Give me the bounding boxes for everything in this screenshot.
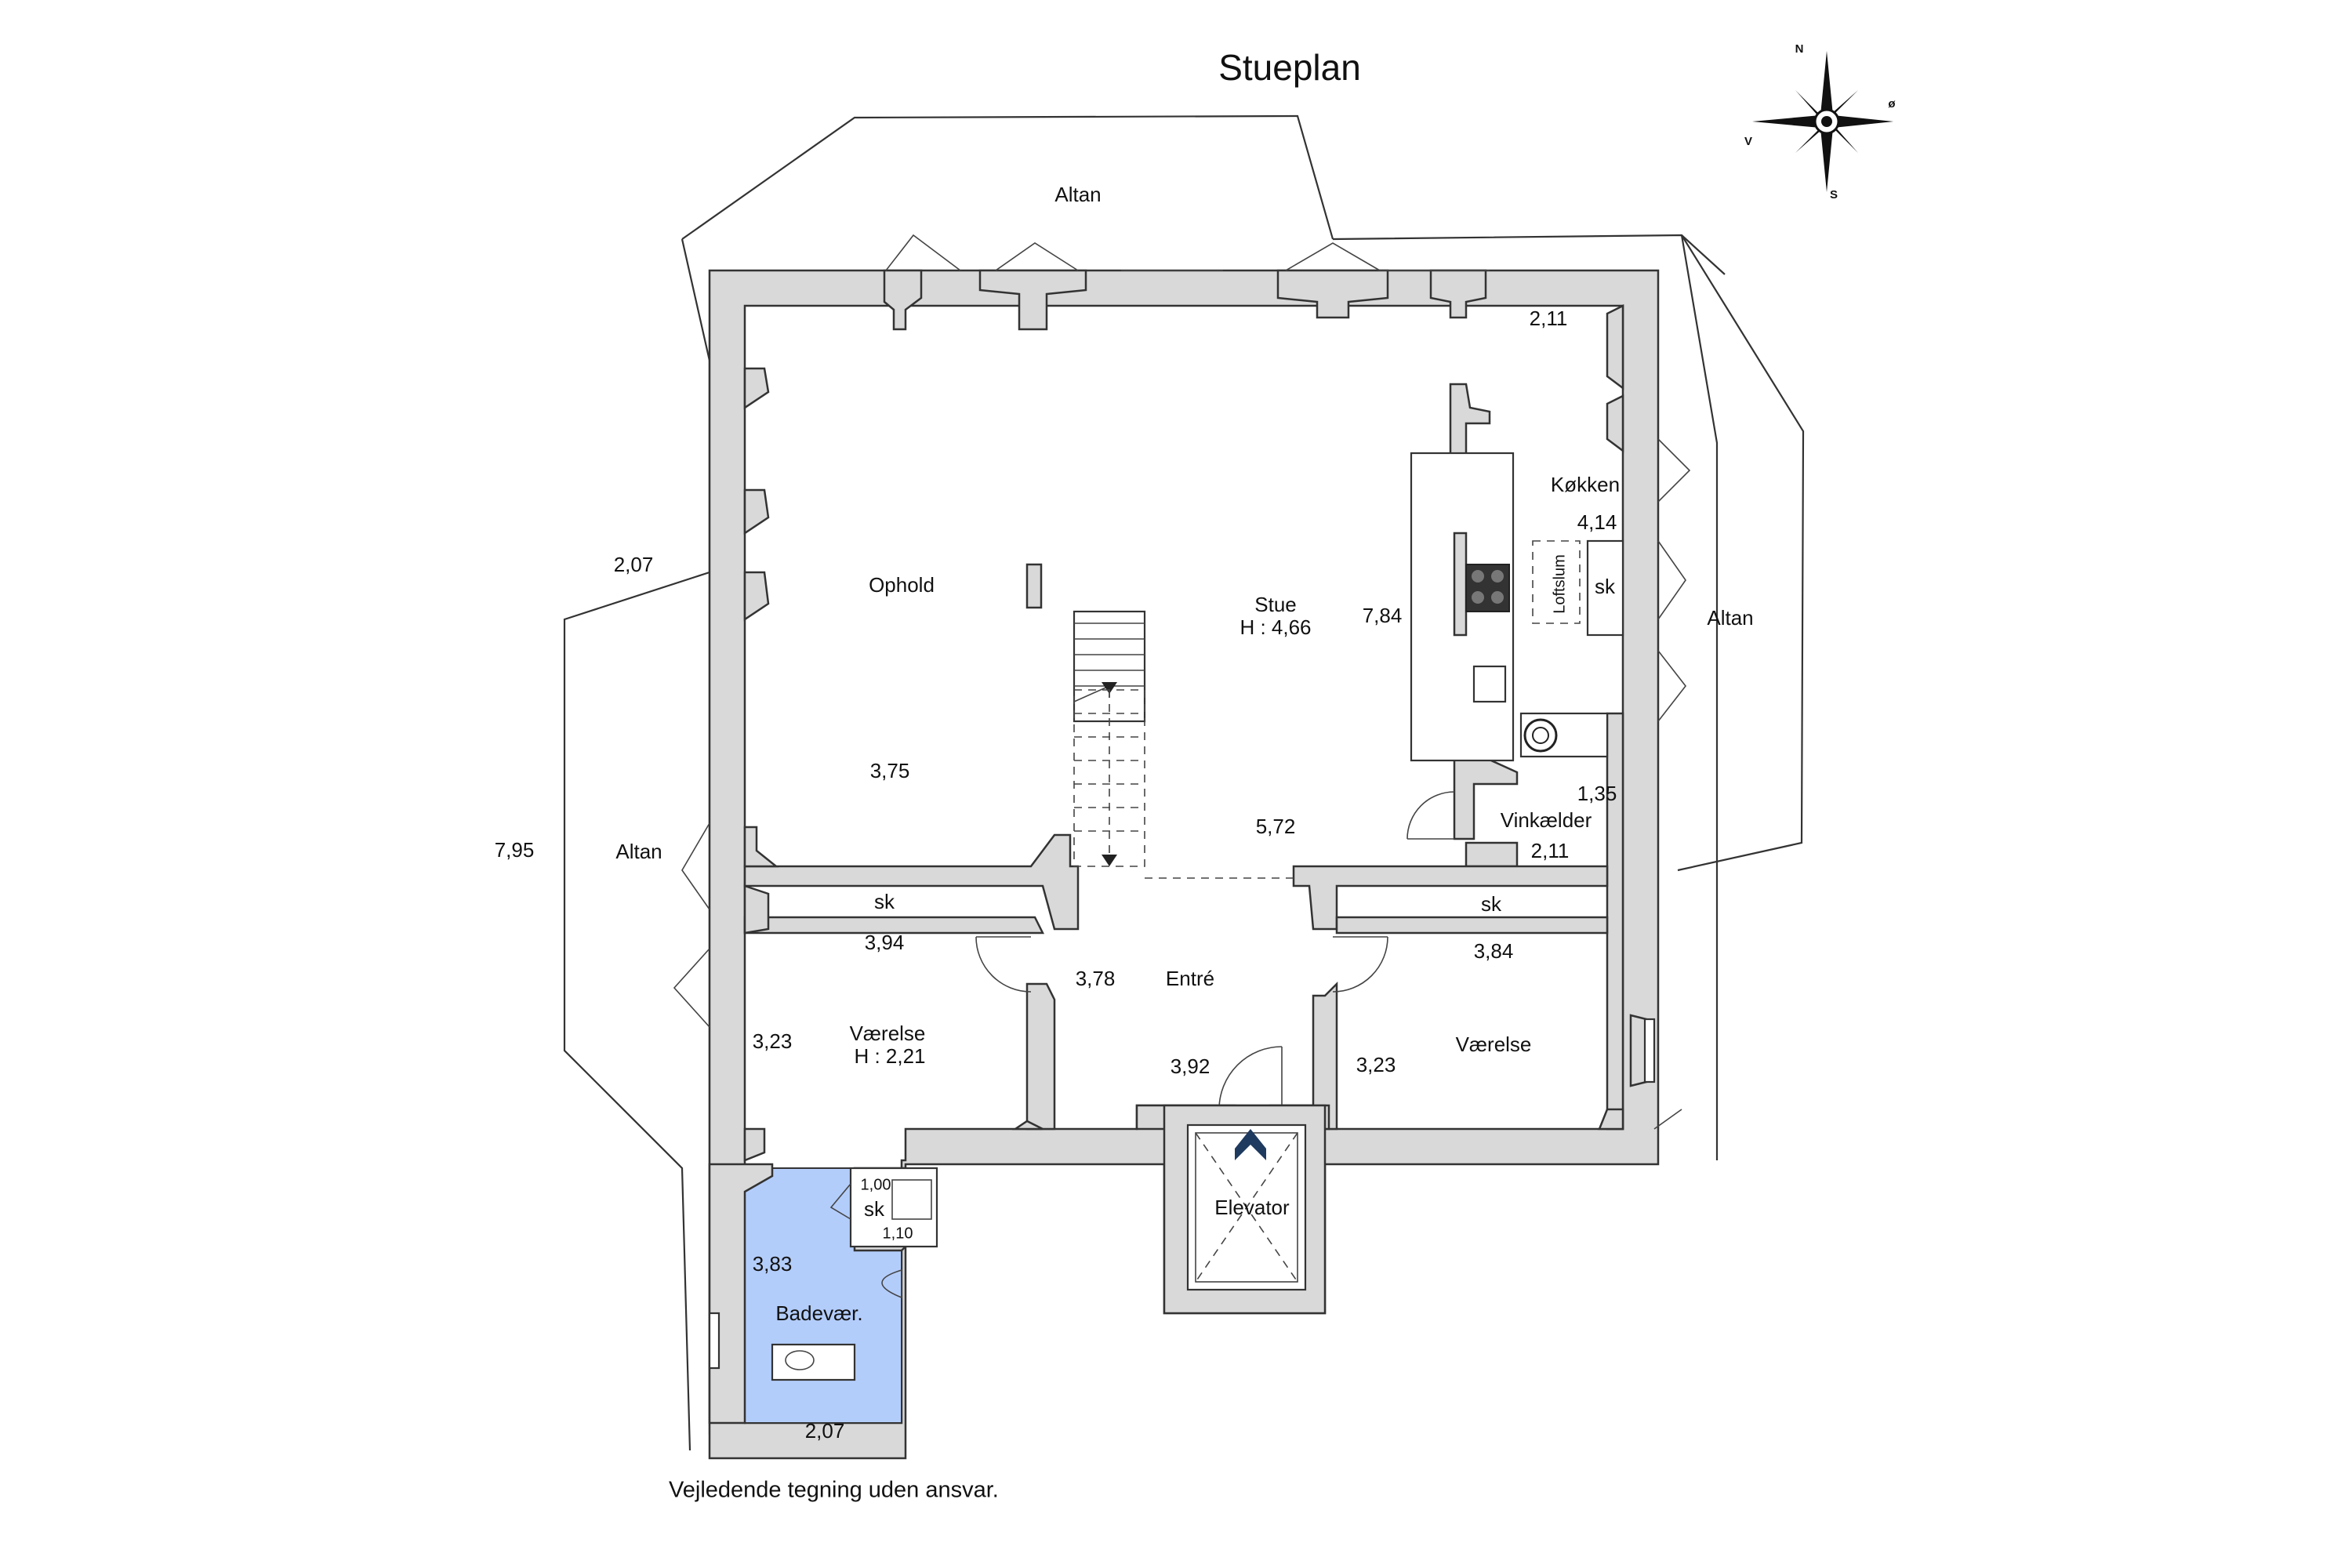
- plan-title: Stueplan: [1218, 47, 1361, 88]
- dim-bath-207: 2,07: [805, 1419, 845, 1443]
- bath-closet: [829, 1167, 938, 1248]
- room-sk-left: sk: [874, 890, 895, 913]
- kitchen-closet: [1532, 539, 1624, 637]
- room-sk-right: sk: [1481, 892, 1502, 916]
- right-window: [1643, 1018, 1656, 1083]
- room-entre: Entré: [1166, 967, 1214, 990]
- compass-south: S: [1830, 188, 1838, 201]
- doors: [975, 791, 1455, 1110]
- room-ophold: Ophold: [869, 573, 935, 597]
- sink-icon: [771, 1343, 856, 1381]
- room-badevaer: Badevær.: [775, 1301, 862, 1325]
- fan-icon: [1519, 712, 1609, 758]
- dim-sk-bath-110: 1,10: [883, 1225, 913, 1242]
- compass-north: N: [1795, 42, 1804, 56]
- room-sk-kitchen: sk: [1595, 575, 1616, 598]
- toilet-icon: [881, 1269, 902, 1299]
- room-altan-right: Altan: [1707, 606, 1753, 630]
- chimney-stub: [1025, 563, 1043, 609]
- room-sk-bath: sk: [864, 1197, 885, 1221]
- staircase: [1073, 610, 1294, 879]
- room-vaerelse-left-height: H : 2,21: [854, 1044, 925, 1068]
- dim-vinkaelder-135: 1,35: [1577, 782, 1617, 805]
- balcony-right: [1677, 234, 1805, 1160]
- bath-window: [708, 1312, 720, 1370]
- room-koekken: Køkken: [1551, 473, 1620, 496]
- kitchen-sink-icon: [1472, 665, 1507, 703]
- dim-left-207: 2,07: [614, 553, 654, 576]
- dim-sk-bath-100: 1,00: [861, 1176, 891, 1193]
- room-stue-height: H : 4,66: [1240, 615, 1311, 639]
- dim-sk-left-394: 3,94: [865, 931, 905, 954]
- dim-kitchen-784: 7,84: [1363, 604, 1403, 627]
- dim-sk-right-384: 3,84: [1474, 939, 1514, 963]
- stove-icon: [1465, 564, 1510, 612]
- dim-ophold-375: 3,75: [870, 759, 910, 782]
- room-altan-left: Altan: [615, 840, 662, 863]
- room-elevator: Elevator: [1214, 1196, 1290, 1219]
- dim-stue-572: 5,72: [1256, 815, 1296, 838]
- room-vaerelse-left: Værelse: [850, 1022, 926, 1045]
- dim-top-right-211: 2,11: [1530, 307, 1568, 330]
- room-stue: Stue: [1254, 593, 1297, 616]
- elevator-arrow-icon: [1235, 1129, 1266, 1160]
- dim-kitchen-414: 4,14: [1577, 510, 1617, 534]
- room-loftslum: Loftslum: [1551, 554, 1568, 614]
- dim-entre-378: 3,78: [1076, 967, 1116, 990]
- right-corner-line: [1653, 1109, 1682, 1130]
- dim-bath-383: 3,83: [753, 1252, 793, 1276]
- compass-west: V: [1744, 135, 1752, 148]
- room-altan-top: Altan: [1054, 183, 1101, 206]
- dim-vaerelse-right-323: 3,23: [1356, 1053, 1396, 1076]
- dim-entre-392: 3,92: [1171, 1054, 1210, 1078]
- room-vaerelse-right: Værelse: [1456, 1033, 1532, 1056]
- dim-vinkaelder-211: 2,11: [1531, 839, 1570, 862]
- compass-icon: N S ø V: [1744, 42, 1896, 201]
- disclaimer-text: Vejledende tegning uden ansvar.: [669, 1478, 999, 1503]
- balcony-top: [681, 114, 1726, 275]
- dim-vaerelse-left-323: 3,23: [753, 1029, 793, 1053]
- room-vinkaelder: Vinkælder: [1501, 808, 1592, 832]
- dim-left-795: 7,95: [495, 838, 535, 862]
- compass-east: ø: [1888, 97, 1896, 111]
